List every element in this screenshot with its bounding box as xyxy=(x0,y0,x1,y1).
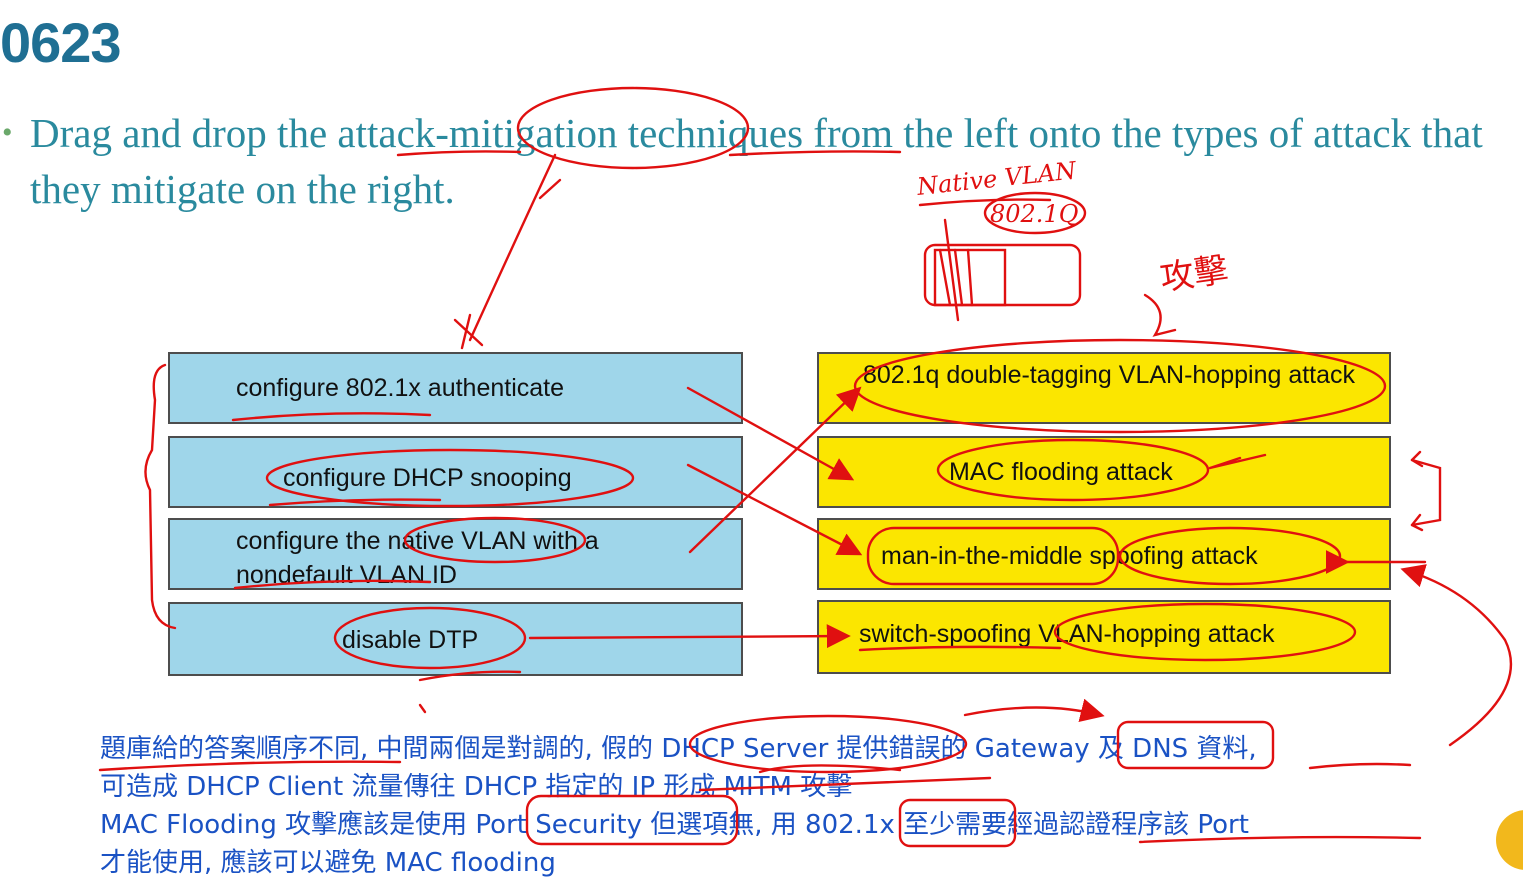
technique-label: configure 802.1x authenticate xyxy=(236,374,565,402)
attack-box-mitm[interactable]: man-in-the-middle spoofing attack xyxy=(817,518,1391,590)
attack-label: 802.1q double-tagging VLAN-hopping attac… xyxy=(863,361,1356,389)
question-bullet: • Drag and drop the attack-mitigation te… xyxy=(0,105,1510,217)
handwriting-attack-cjk: 攻擊 xyxy=(1158,250,1231,299)
technique-box-dhcp-snooping[interactable]: configure DHCP snooping xyxy=(168,436,743,508)
technique-label: configure DHCP snooping xyxy=(283,464,572,492)
note-line-4: 才能使用, 應該可以避免 MAC flooding xyxy=(100,848,556,878)
attack-label: switch-spoofing VLAN-hopping attack xyxy=(859,620,1275,648)
technique-label: configure the native VLAN with a nondefa… xyxy=(236,527,599,589)
technique-box-disable-dtp[interactable]: disable DTP xyxy=(168,602,743,676)
bullet-dot: • xyxy=(2,116,13,149)
brand-logo xyxy=(1496,810,1523,870)
technique-box-8021x[interactable]: configure 802.1x authenticate xyxy=(168,352,743,424)
attack-box-switch-spoofing[interactable]: switch-spoofing VLAN-hopping attack xyxy=(817,600,1391,674)
technique-label: disable DTP xyxy=(342,626,479,654)
line-note-to-mitm xyxy=(1400,564,1513,747)
attack-label: MAC flooding attack xyxy=(949,458,1173,486)
attack-box-mac-flooding[interactable]: MAC flooding attack xyxy=(817,436,1391,508)
question-text: Drag and drop the attack-mitigation tech… xyxy=(30,110,1483,212)
bracket-right xyxy=(1410,458,1442,527)
note-line-2: 可造成 DHCP Client 流量傳往 DHCP 指定的 IP 形成 MITM… xyxy=(100,772,853,802)
attack-box-double-tagging[interactable]: 802.1q double-tagging VLAN-hopping attac… xyxy=(817,352,1391,424)
technique-box-native-vlan[interactable]: configure the native VLAN with a nondefa… xyxy=(168,518,743,590)
note-line-1: 題庫給的答案順序不同, 中間兩個是對調的, 假的 DHCP Server 提供錯… xyxy=(100,734,1257,764)
note-line-3: MAC Flooding 攻擊應該是使用 Port Security 但選項無,… xyxy=(100,810,1249,840)
sketch-frame xyxy=(923,243,1082,307)
attack-label: man-in-the-middle spoofing attack xyxy=(881,542,1258,570)
slide-title: 0623 xyxy=(0,11,122,74)
